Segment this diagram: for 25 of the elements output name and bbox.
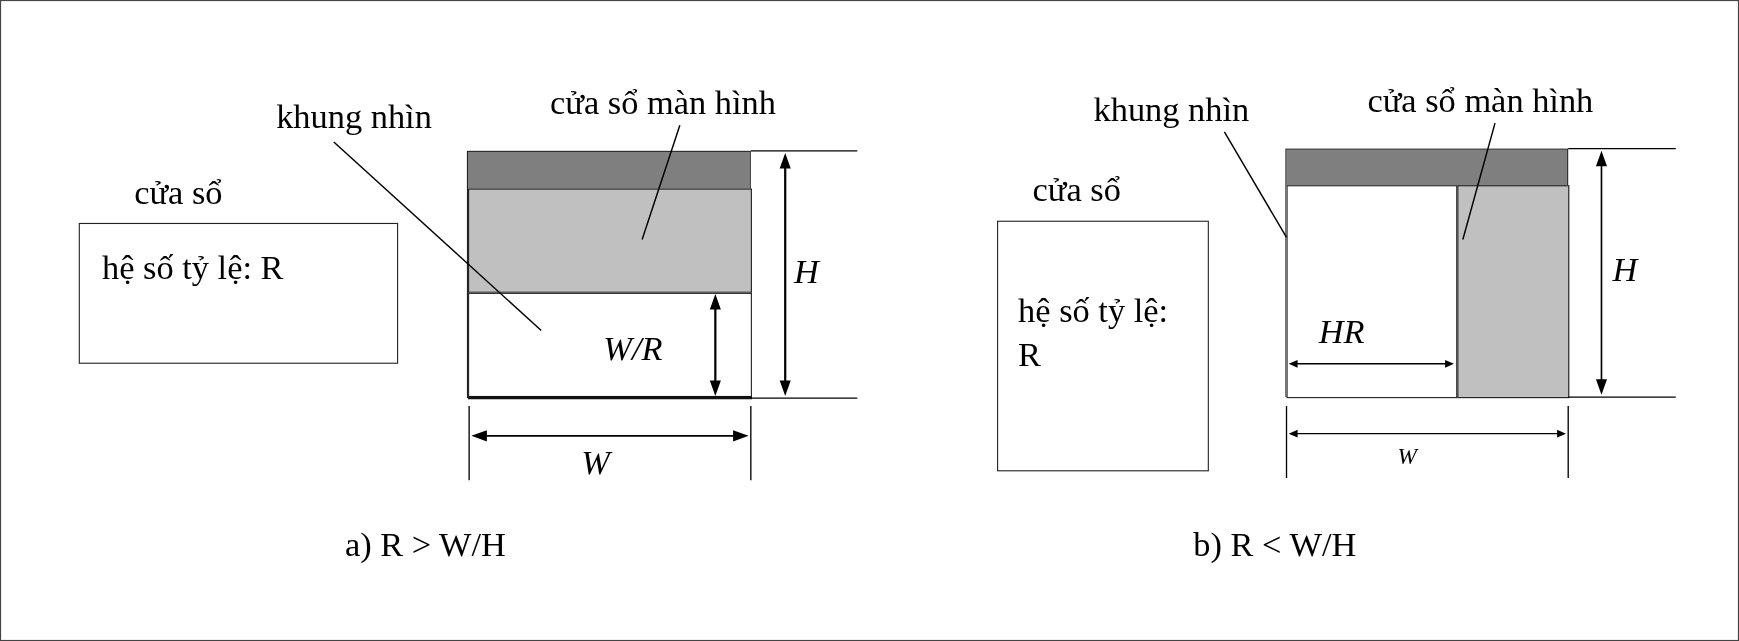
caption-text: a) R > W/H — [344, 524, 506, 564]
dimension-label: W — [1397, 442, 1417, 471]
leader-line — [641, 124, 681, 241]
dimension-label: H — [794, 251, 819, 291]
screen-window-box — [466, 150, 751, 399]
screen-window-label: cửa sổ màn hình — [1367, 80, 1662, 126]
dimension-label: HR — [1318, 311, 1365, 351]
window-title: cửa sổ — [134, 173, 223, 213]
caption-text: b) R < W/H — [1193, 524, 1357, 564]
leader-line — [1462, 122, 1496, 241]
aspect-ratio-text: hệ số tỷ lệ: R — [102, 247, 285, 290]
viewport-label: khung nhìn — [276, 96, 476, 141]
screen-area — [468, 188, 752, 293]
window-title: cửa sổ — [1032, 169, 1121, 210]
dimension-label: H — [1612, 249, 1638, 289]
viewport-box — [468, 292, 752, 400]
screen-window-label: cửa sổ màn hình — [550, 83, 844, 128]
aspect-ratio-text: hệ số tỷ lệ: R — [1018, 289, 1170, 376]
screen-window-box — [1285, 148, 1569, 398]
viewport-label: khung nhìn — [1093, 89, 1294, 135]
screen-area — [1457, 185, 1570, 399]
leader-line — [1223, 131, 1288, 239]
leader-line — [333, 141, 542, 332]
viewport-box — [1286, 185, 1458, 399]
dimension-label: W/R — [603, 329, 663, 369]
